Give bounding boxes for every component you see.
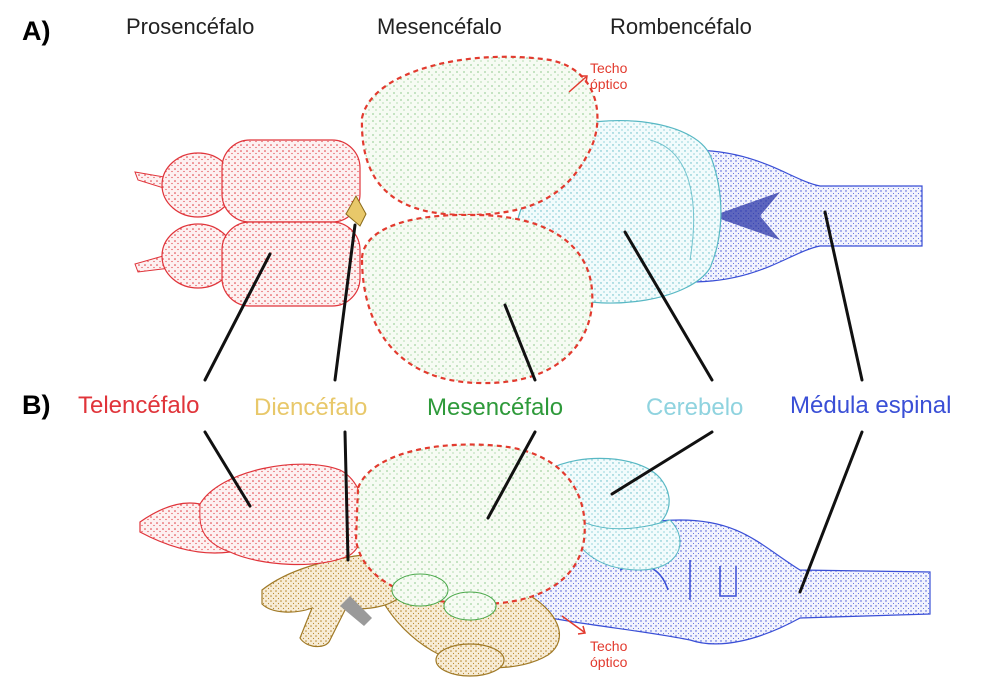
optic-tectum-line1: Techo: [590, 60, 627, 76]
telencephalon-lateral: [140, 464, 365, 564]
pituitary: [436, 644, 504, 676]
telencephalon-lobe-lower: [222, 222, 360, 306]
label-cerebellum: Cerebelo: [646, 396, 743, 420]
optic-tectum-lower: [362, 215, 592, 383]
optic-tectum-lateral: [356, 445, 585, 604]
label-spinal-cord: Médula espinal: [790, 394, 951, 418]
region-label-forebrain: Prosencéfalo: [126, 16, 254, 38]
label-mesencephalon: Mesencéfalo: [427, 396, 563, 420]
region-label-hindbrain: Rombencéfalo: [610, 16, 752, 38]
optic-tectum-label-top: Techo óptico: [590, 60, 627, 92]
inferior-lobe: [444, 592, 496, 620]
region-label-midbrain: Mesencéfalo: [377, 16, 502, 38]
label-diencephalon: Diencéfalo: [254, 396, 367, 420]
label-telencephalon: Telencéfalo: [78, 394, 199, 418]
leader-spinal-bottom: [800, 432, 862, 592]
optic-tectum-line2: óptico: [590, 76, 627, 92]
optic-tectum-line1: Techo: [590, 638, 627, 654]
optic-tectum-label-bottom: Techo óptico: [590, 638, 627, 670]
torus-lateral: [392, 574, 448, 606]
panel-label-a: A): [22, 18, 51, 45]
telencephalon-lobe-upper: [222, 140, 360, 222]
dorsal-brain-view: [135, 57, 922, 383]
optic-tectum-line2: óptico: [590, 654, 627, 670]
panel-label-b: B): [22, 392, 51, 419]
